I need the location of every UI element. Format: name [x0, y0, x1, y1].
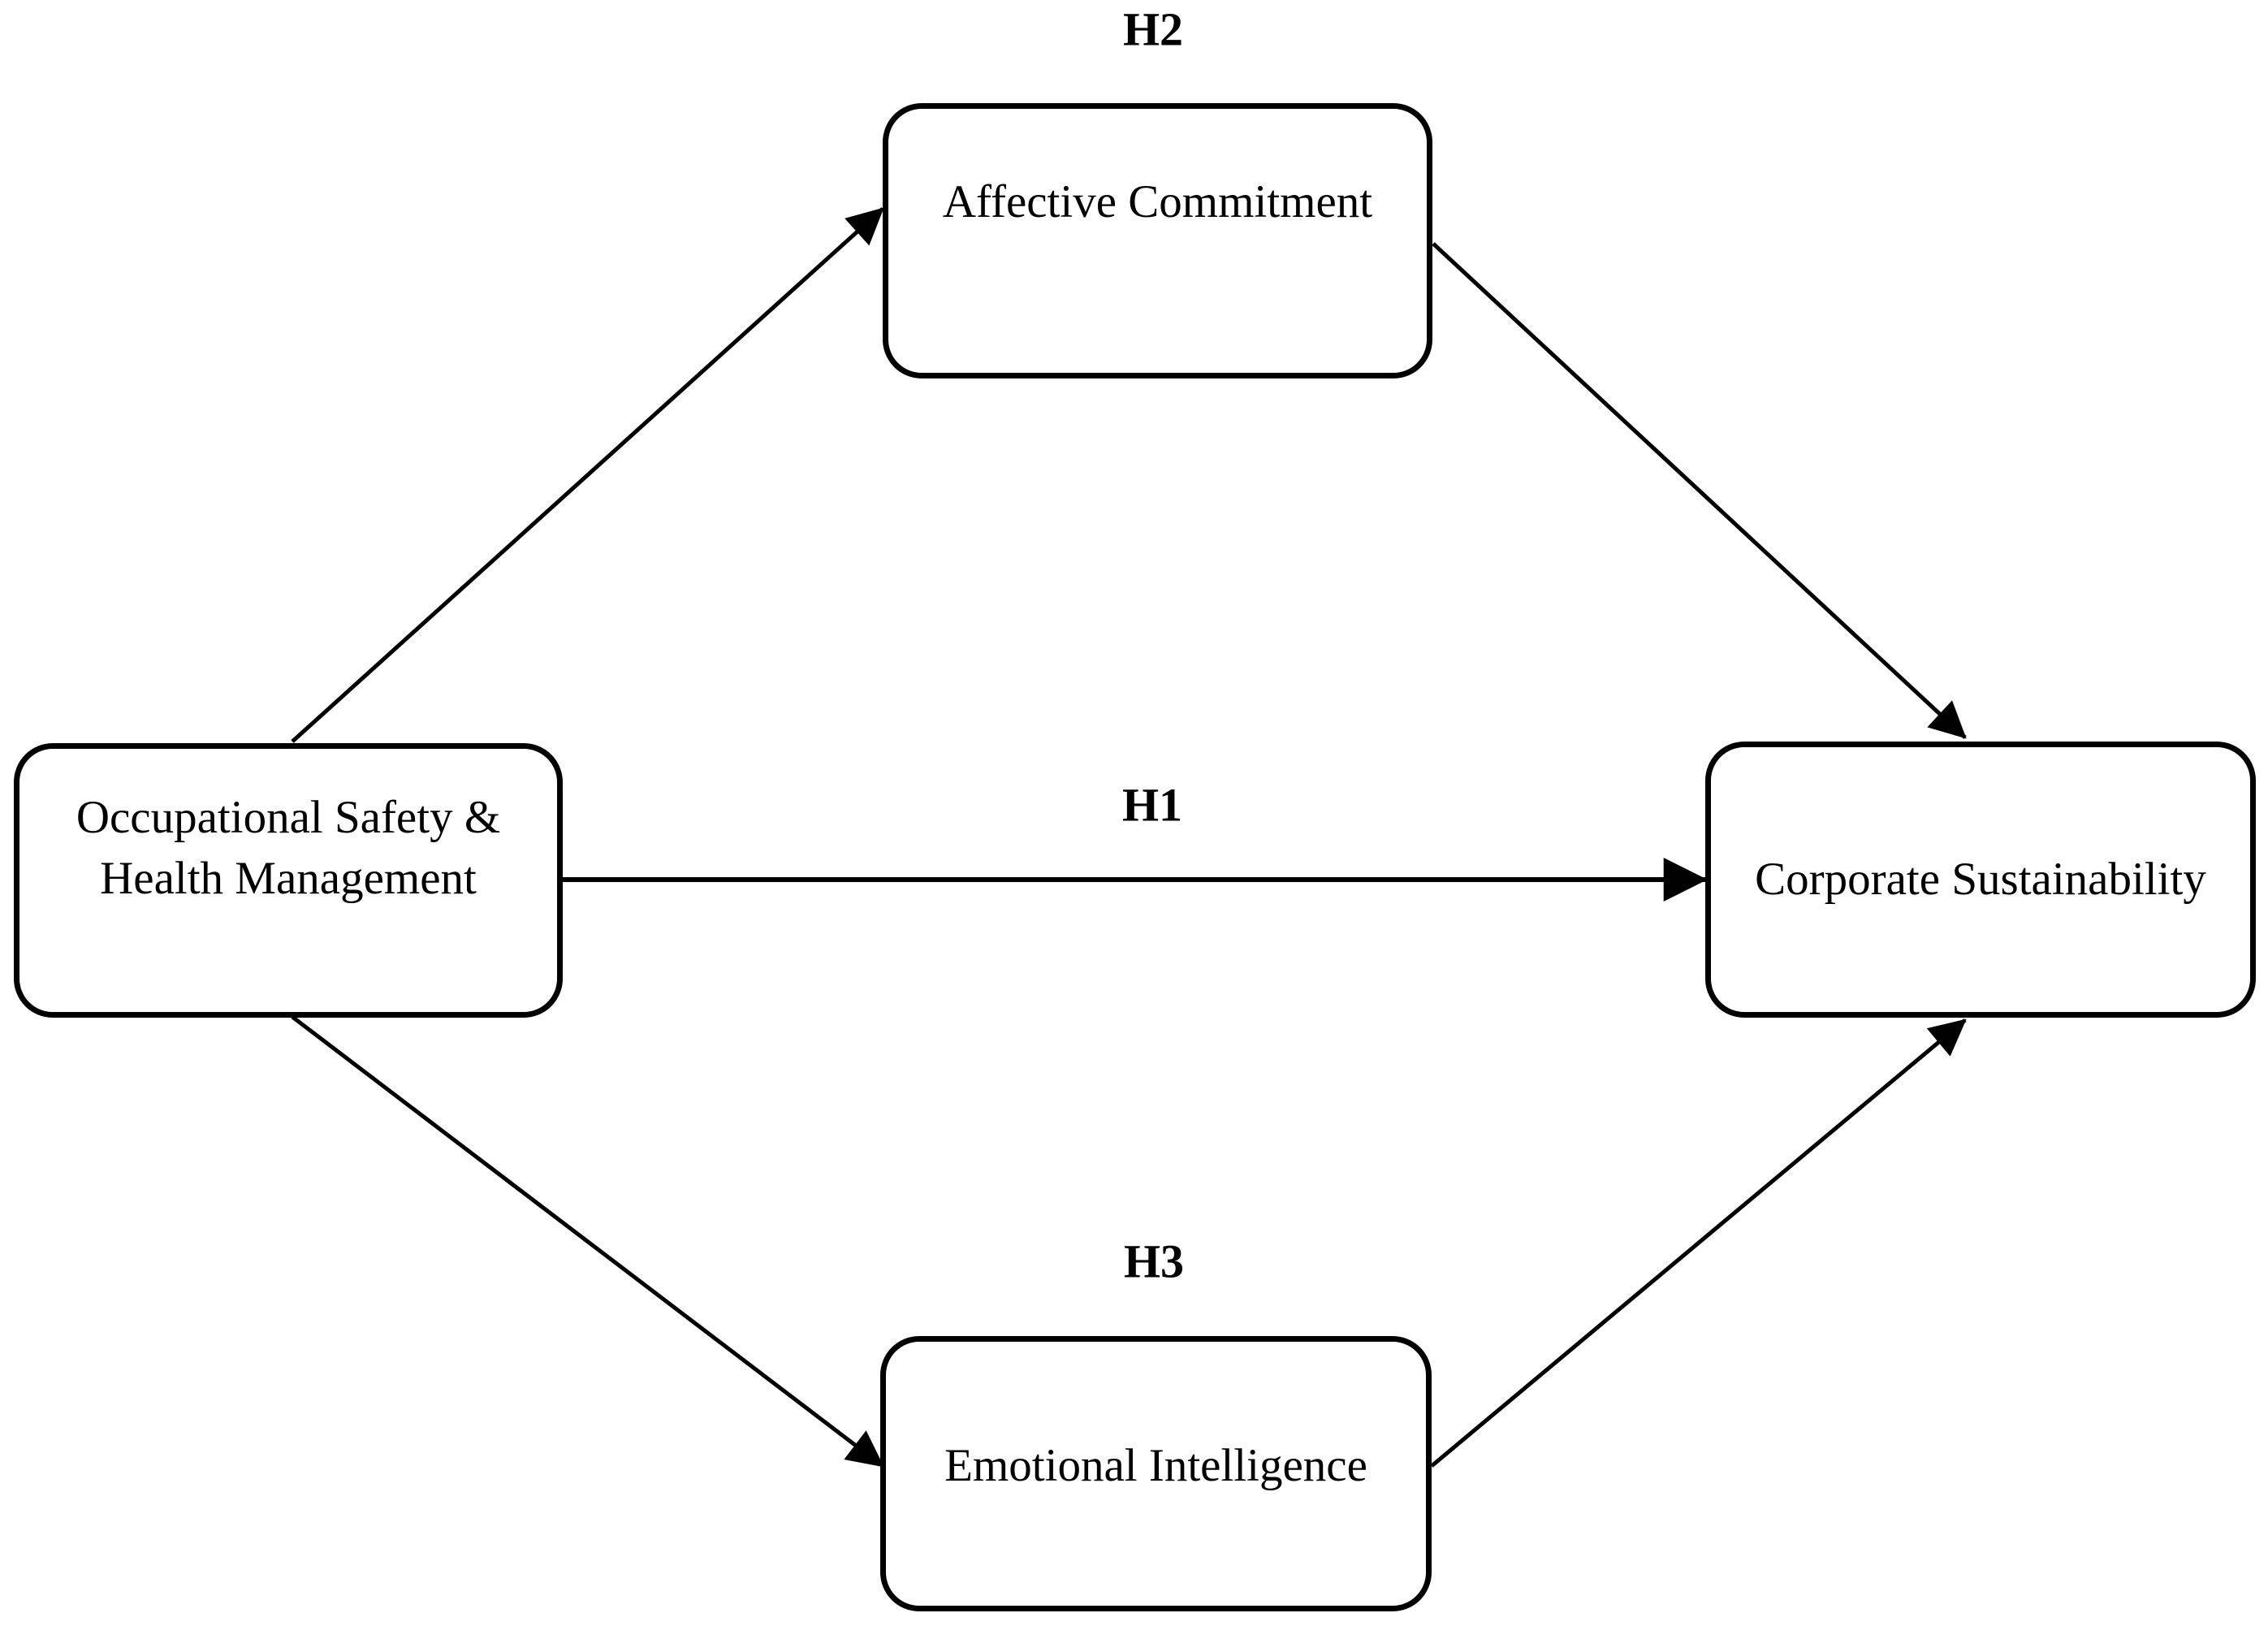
node-label: Affective Commitment: [942, 176, 1373, 228]
hypothesis-label-h2: H2: [1122, 2, 1184, 56]
node-affective-commitment: Affective Commitment: [883, 103, 1432, 378]
arrow-emotional-intelligence-to-corporate-sustainability: [1430, 1018, 1967, 1468]
node-occupational-safety-health-management: Occupational Safety & Health Management: [14, 743, 563, 1018]
hypothesis-label-h3: H3: [1123, 1235, 1185, 1288]
node-label: Emotional Intelligence: [944, 1439, 1367, 1491]
arrow-osh-to-emotional-intelligence: [291, 1015, 884, 1468]
node-emotional-intelligence: Emotional Intelligence: [880, 1336, 1432, 1611]
hypothesis-label-h1: H1: [1121, 778, 1183, 832]
node-corporate-sustainability: Corporate Sustainability: [1705, 742, 2256, 1018]
node-label: Occupational Safety & Health Management: [76, 787, 500, 909]
node-label-line-1: Occupational Safety &: [76, 791, 501, 843]
arrow-affective-commitment-to-corporate-sustainability: [1432, 242, 1967, 739]
arrow-osh-to-affective-commitment: [291, 207, 884, 743]
node-label-line-2: Health Management: [100, 853, 477, 904]
node-label: Corporate Sustainability: [1755, 854, 2206, 906]
